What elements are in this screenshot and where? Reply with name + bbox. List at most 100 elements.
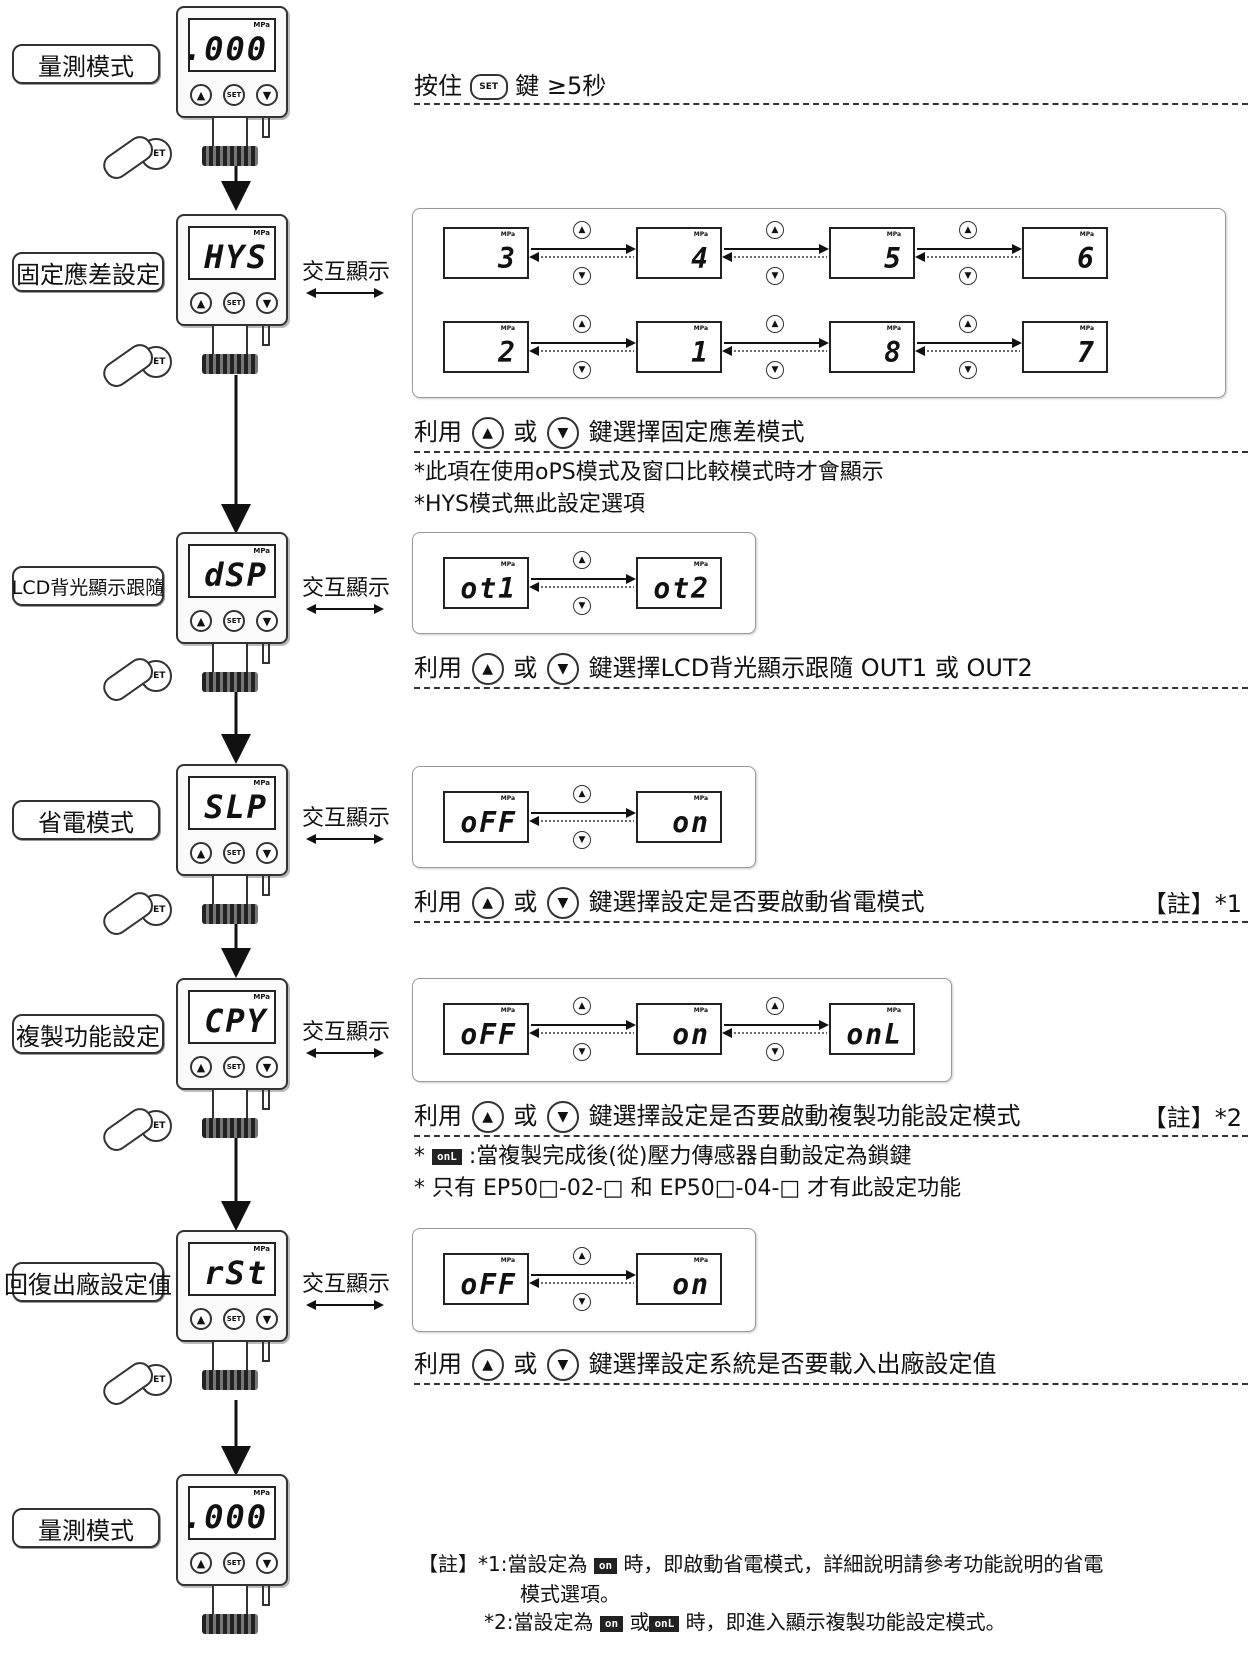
instruction-slp: 利用 ▲ 或 ▼ 鍵選擇設定是否要啟動省電模式【註】*1 — [414, 882, 1248, 923]
hys-note-1: *此項在使用oPS模式及窗口比較模式時才會顯示 — [414, 460, 884, 485]
down-button[interactable]: ▼ — [256, 1552, 278, 1574]
instruction-rst: 利用 ▲ 或 ▼ 鍵選擇設定系統是否要載入出廠設定值 — [414, 1344, 1248, 1385]
up-key-icon: ▲ — [471, 887, 504, 919]
double-arrow-icon — [306, 604, 384, 614]
mode-label-measure: 量測模式 — [12, 44, 160, 84]
unit-label: MPa — [693, 795, 708, 802]
up-key-icon: ▲ — [573, 1247, 591, 1265]
mode-label-cpy: 複製功能設定 — [12, 1014, 164, 1054]
option-value: 4 — [691, 242, 710, 275]
down-key-icon: ▼ — [766, 1043, 784, 1061]
lcd-value: dSP — [204, 556, 268, 594]
mode-label-text: 回復出廠設定值 — [4, 1270, 172, 1299]
note-text: :當複製完成後(從)壓力傳感器自動設定為鎖鍵 — [468, 1144, 912, 1169]
set-button[interactable]: SET — [223, 1552, 245, 1574]
toggle-arrows-icon — [915, 338, 1022, 356]
down-key-icon: ▼ — [546, 1101, 579, 1133]
double-arrow-icon — [306, 288, 384, 298]
instruction-cpy: 利用 ▲ 或 ▼ 鍵選擇設定是否要啟動複製功能設定模式【註】*2 — [414, 1096, 1248, 1137]
option-value: onL — [846, 1018, 903, 1051]
up-button[interactable]: ▲ — [190, 1308, 212, 1330]
mode-label-text: 複製功能設定 — [16, 1022, 160, 1051]
double-arrow-icon — [306, 1048, 384, 1058]
toggle-arrows-icon — [722, 1020, 829, 1038]
unit-label: MPa — [253, 1245, 270, 1253]
toggle-arrows-icon — [529, 808, 636, 826]
option-value: on — [672, 1018, 710, 1051]
option-value: 3 — [498, 242, 517, 275]
up-key-icon: ▲ — [766, 315, 784, 333]
note-text: 利用 — [414, 1102, 462, 1130]
down-key-icon: ▼ — [766, 361, 784, 379]
down-key-icon: ▼ — [573, 831, 591, 849]
cpy-note-1: * onL :當複製完成後(從)壓力傳感器自動設定為鎖鍵 — [414, 1138, 911, 1170]
mode-label-text: 量測模式 — [38, 1516, 134, 1545]
lcd-value: rSt — [204, 1254, 268, 1292]
down-button[interactable]: ▼ — [256, 84, 278, 106]
press-set-hand-icon: SET — [98, 1103, 180, 1170]
unit-label: MPa — [1079, 325, 1094, 332]
up-button[interactable]: ▲ — [190, 1552, 212, 1574]
instruction-hold-set: 按住 SET 鍵 ≥5秒 — [414, 66, 1248, 105]
up-button[interactable]: ▲ — [190, 1056, 212, 1078]
hys-note-2: *HYS模式無此設定選項 — [414, 492, 645, 517]
note-text: *2:當設定為 — [484, 1610, 594, 1634]
set-button[interactable]: SET — [223, 842, 245, 864]
sensor-device: MPa.000 ▲SET▼ — [172, 6, 292, 206]
toggle-arrows-icon — [529, 338, 636, 356]
down-button[interactable]: ▼ — [256, 842, 278, 864]
set-button[interactable]: SET — [223, 1056, 245, 1078]
down-button[interactable]: ▼ — [256, 292, 278, 314]
down-button[interactable]: ▼ — [256, 1308, 278, 1330]
unit-label: MPa — [693, 1007, 708, 1014]
set-button[interactable]: SET — [223, 84, 245, 106]
press-set-hand-icon: SET — [98, 131, 180, 198]
toggle-arrows-icon — [722, 338, 829, 356]
down-button[interactable]: ▼ — [256, 610, 278, 632]
note-text: 利用 — [414, 1350, 462, 1378]
option-value: 2 — [498, 336, 517, 369]
option-value: 1 — [691, 336, 710, 369]
up-key-icon: ▲ — [959, 315, 977, 333]
lcd-value: CPY — [204, 1002, 268, 1040]
up-button[interactable]: ▲ — [190, 292, 212, 314]
note-text: 利用 — [414, 418, 462, 446]
note-text: 【註】*1:當設定為 — [418, 1552, 588, 1576]
set-button[interactable]: SET — [223, 610, 245, 632]
set-key-icon: SET — [469, 74, 508, 100]
down-key-icon: ▼ — [546, 653, 579, 685]
up-button[interactable]: ▲ — [190, 610, 212, 632]
double-arrow-icon — [306, 834, 384, 844]
up-key-icon: ▲ — [959, 221, 977, 239]
up-button[interactable]: ▲ — [190, 842, 212, 864]
down-key-icon: ▼ — [546, 417, 579, 449]
lcd-value: .000 — [182, 1498, 268, 1536]
unit-label: MPa — [500, 325, 515, 332]
up-button[interactable]: ▲ — [190, 84, 212, 106]
press-set-hand-icon: SET — [98, 1357, 180, 1424]
set-button[interactable]: SET — [223, 1308, 245, 1330]
down-button[interactable]: ▼ — [256, 1056, 278, 1078]
note-text: 鍵 ≥5秒 — [515, 72, 607, 100]
set-button[interactable]: SET — [223, 292, 245, 314]
onl-tag: onL — [649, 1615, 680, 1632]
unit-label: MPa — [693, 231, 708, 238]
unit-label: MPa — [253, 21, 270, 29]
up-key-icon: ▲ — [573, 997, 591, 1015]
down-key-icon: ▼ — [546, 887, 579, 919]
option-lcd: MPa on — [636, 1003, 722, 1055]
down-key-icon: ▼ — [959, 361, 977, 379]
mode-label-measure-end: 量測模式 — [12, 1508, 160, 1548]
note-ref: 【註】*1 — [1142, 890, 1242, 918]
on-tag: on — [593, 1557, 618, 1574]
